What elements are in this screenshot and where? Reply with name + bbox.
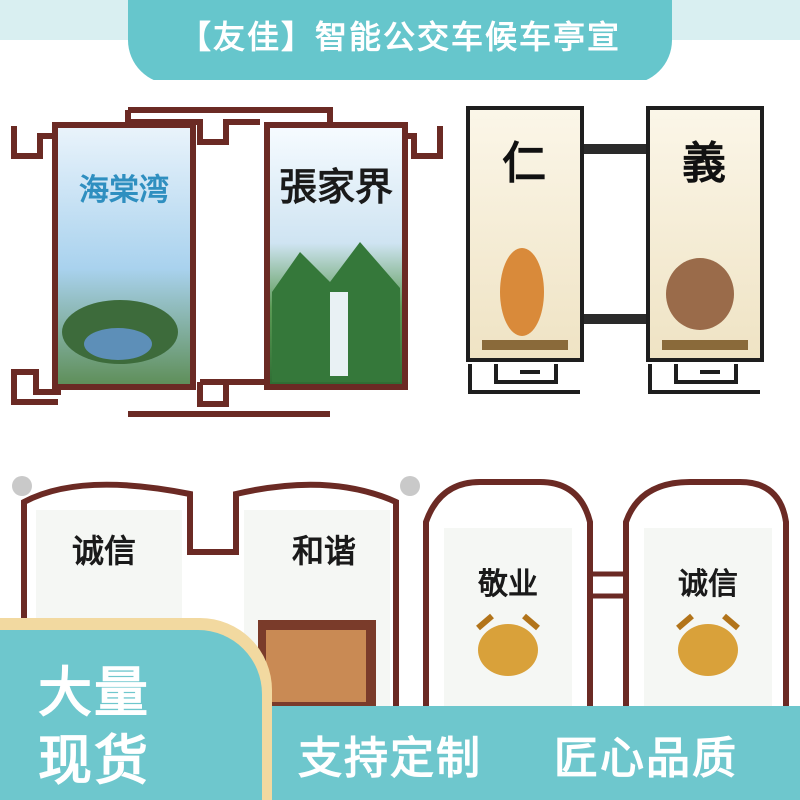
header-bar: 【友佳】智能公交车候车亭宣: [0, 0, 800, 80]
product-gallery: 海棠湾 張家界 仁 義 诚信: [0, 82, 800, 722]
slogan-quality: 匠心品质: [554, 733, 738, 784]
panel-label-jingye: 敬业: [477, 567, 538, 602]
header-shoulder-left: [0, 0, 140, 40]
product-3: [12, 476, 420, 722]
panel-label-haitangwan: 海棠湾: [79, 173, 169, 208]
slogan-custom: 支持定制: [298, 733, 482, 784]
badge-text-line-1: 大量: [38, 661, 150, 724]
panel-label-chengxin-1: 诚信: [72, 532, 136, 570]
product-1: [11, 107, 443, 417]
page-title: 【友佳】智能公交车候车亭宣: [178, 18, 621, 56]
stock-badge: [0, 630, 262, 800]
panel-label-yi: 義: [682, 138, 726, 189]
header-shoulder-right: [660, 0, 800, 40]
panel-label-chengxin-2: 诚信: [678, 567, 738, 602]
panel-label-zhangjiajie: 張家界: [279, 164, 393, 209]
panel-label-ren: 仁: [502, 138, 546, 189]
product-4: [423, 479, 789, 722]
header-tab: [128, 0, 672, 80]
product-illustrations: 海棠湾 張家界 仁 義 诚信: [11, 106, 789, 722]
product-2: [466, 106, 764, 394]
panel-label-hexie: 和谐: [292, 532, 356, 570]
badge-text-line-2: 现货: [38, 729, 150, 792]
